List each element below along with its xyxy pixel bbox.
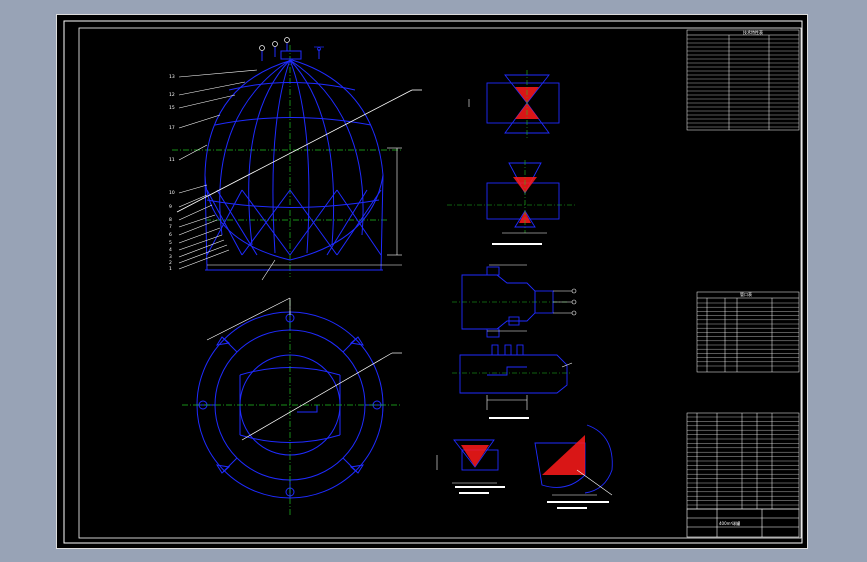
part-number-label: 12	[169, 92, 175, 98]
part-number-label: 10	[169, 190, 175, 196]
nozzle-detail-2	[452, 344, 573, 410]
part-number-label: 7	[169, 224, 172, 230]
weld-detail-4	[534, 424, 613, 496]
part-number-label: 11	[169, 157, 175, 163]
part-number-label: 4	[169, 247, 172, 253]
weld-detail-3	[436, 439, 499, 484]
detail-captions	[455, 243, 609, 509]
part-number-leaders	[178, 69, 258, 270]
part-number-label: 3	[169, 254, 172, 260]
sphere-elevation-view	[172, 37, 422, 281]
tech-table-heading: 技术特性表	[743, 29, 763, 35]
part-number-label: 1	[169, 266, 172, 272]
part-number-label: 2	[169, 260, 172, 266]
nozzle-table-rows	[697, 302, 799, 367]
part-number-label: 5	[169, 240, 172, 246]
weld-detail-1	[468, 70, 560, 140]
parts-list-rows	[687, 416, 799, 506]
part-number-label: 15	[169, 105, 175, 111]
tech-spec-rows	[687, 38, 799, 128]
nozzle-table	[696, 291, 800, 373]
sphere-plan-view	[182, 297, 402, 515]
part-number-label: 6	[169, 232, 172, 238]
weld-detail-2	[447, 160, 577, 234]
drawing-title: 400m³球罐	[719, 520, 740, 526]
nozzle-table-heading: 管口表	[740, 291, 752, 297]
drawing-frame	[63, 20, 803, 544]
nozzle-detail-1	[452, 264, 577, 338]
part-number-label: 9	[169, 204, 172, 210]
part-number-label: 8	[169, 217, 172, 223]
title-block	[686, 508, 800, 538]
part-number-label: 17	[169, 125, 175, 131]
part-number-label: 13	[169, 74, 175, 80]
